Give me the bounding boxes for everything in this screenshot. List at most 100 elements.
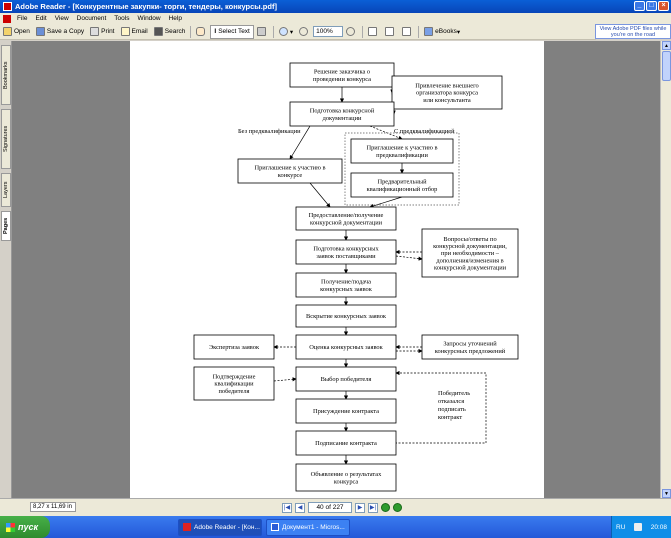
node-text: при необходимости – — [441, 250, 500, 257]
page-number-input[interactable]: 40 of 227 — [308, 502, 352, 513]
connector — [309, 182, 331, 208]
email-button[interactable]: Email — [118, 25, 151, 39]
print-button[interactable]: Print — [87, 25, 117, 39]
minimize-button[interactable]: _ — [634, 1, 645, 11]
node-box — [295, 463, 397, 492]
menu-view[interactable]: View — [54, 15, 69, 22]
maximize-button[interactable]: □ — [646, 1, 657, 11]
start-label: пуск — [18, 522, 39, 532]
menu-document[interactable]: Document — [76, 15, 107, 22]
previous-page-button[interactable]: ◀ — [295, 502, 305, 513]
node-text: конкурсной документации, — [433, 243, 507, 250]
node-text: победителя — [219, 388, 250, 395]
connector — [289, 125, 311, 160]
tab-pages[interactable]: Pages — [1, 211, 11, 241]
node-box — [193, 334, 275, 360]
ebooks-button[interactable]: eBooks▾ — [421, 25, 463, 39]
document-icon — [3, 14, 11, 23]
word-app-icon — [271, 523, 279, 531]
close-button[interactable]: × — [658, 1, 669, 11]
search-button[interactable]: Search — [151, 25, 189, 39]
fit-width-icon — [402, 27, 412, 36]
refused-label-line: Победитель — [438, 390, 470, 397]
tab-layers[interactable]: Layers — [1, 173, 11, 207]
dashed-connector — [273, 377, 297, 382]
menu-window[interactable]: Window — [137, 15, 161, 22]
menu-edit[interactable]: Edit — [35, 15, 47, 22]
tab-bookmarks[interactable]: Bookmarks — [1, 45, 11, 105]
node-text: конкурсе — [278, 172, 303, 179]
page-icon — [368, 27, 378, 36]
node-text: Подготовка конкурсной — [310, 108, 375, 115]
title-bar: Adobe Reader - [Конкурентные закупки- то… — [0, 0, 671, 13]
taskbar-item-adobe-reader[interactable]: Adobe Reader - [Кон... — [178, 518, 262, 536]
chevron-down-icon: ▾ — [456, 28, 461, 36]
ad-line-2: you're on the road — [610, 32, 656, 38]
ebooks-label: eBooks — [435, 28, 457, 35]
plus-circle-icon — [346, 27, 356, 36]
node-text: Предоставление/получение — [309, 212, 384, 219]
node-text: Предварительный — [377, 179, 427, 186]
zoom-tool-button[interactable]: ▾ — [276, 25, 296, 39]
next-page-button[interactable]: ▶ — [355, 502, 365, 513]
save-copy-label: Save a Copy — [46, 28, 85, 35]
node-box — [350, 172, 454, 198]
fit-page-button[interactable] — [382, 25, 399, 39]
fit-page-icon — [385, 27, 395, 36]
next-view-button[interactable] — [393, 503, 402, 512]
tab-signatures[interactable]: Signatures — [1, 109, 11, 169]
scrollbar-thumb[interactable] — [662, 51, 671, 81]
zoom-in-button[interactable] — [343, 25, 360, 39]
page-navigation: |◀ ◀ 40 of 227 ▶ ▶| — [282, 502, 402, 513]
vertical-scrollbar[interactable]: ▲ ▼ — [660, 41, 671, 498]
menu-tools[interactable]: Tools — [114, 15, 130, 22]
actual-size-button[interactable] — [365, 25, 382, 39]
text-cursor-icon: I — [214, 28, 217, 35]
node-text: конкурса — [334, 478, 359, 485]
last-page-button[interactable]: ▶| — [368, 502, 378, 513]
node-text: предквалификации — [376, 152, 428, 159]
label-no-prequalification: Без предквалификации — [238, 128, 301, 135]
previous-view-button[interactable] — [381, 503, 390, 512]
toolbar-separator — [362, 25, 364, 38]
scroll-up-arrow-icon[interactable]: ▲ — [662, 41, 671, 50]
hand-tool-button[interactable] — [193, 25, 210, 39]
start-button[interactable]: пуск — [0, 516, 50, 538]
task-label: Документ1 - Micros... — [282, 523, 345, 531]
flowchart-node: Подписание контракта — [295, 430, 397, 456]
chevron-down-icon: ▾ — [289, 28, 294, 36]
scroll-down-arrow-icon[interactable]: ▼ — [662, 489, 671, 498]
node-box — [193, 366, 275, 401]
node-text: Вскрытие конкурсных заявок — [306, 313, 387, 320]
zoom-out-button[interactable] — [296, 25, 313, 39]
node-text: документации — [323, 115, 362, 122]
fit-width-button[interactable] — [399, 25, 416, 39]
snapshot-button[interactable] — [254, 25, 271, 39]
zoom-level-input[interactable]: 100% — [313, 26, 344, 37]
node-text: Подтверждение — [213, 374, 256, 381]
open-button[interactable]: Open — [0, 25, 33, 39]
language-indicator[interactable]: RU — [616, 523, 626, 531]
menu-help[interactable]: Help — [168, 15, 182, 22]
dashed-connector — [369, 125, 403, 140]
node-box — [237, 158, 343, 184]
taskbar-item-word[interactable]: Документ1 - Micros... — [266, 518, 350, 536]
navigation-pane-tabs: Bookmarks Signatures Layers Pages — [0, 41, 12, 498]
node-text: Привлечение внешнего — [415, 83, 478, 90]
camera-icon — [256, 27, 266, 36]
menu-file[interactable]: File — [17, 15, 28, 22]
save-copy-button[interactable]: Save a Copy — [33, 25, 87, 39]
node-box — [421, 334, 519, 360]
tray-icon[interactable] — [634, 523, 643, 531]
adobe-ad-banner[interactable]: View Adobe PDF files while you're on the… — [595, 24, 671, 39]
first-page-button[interactable]: |◀ — [282, 502, 292, 513]
